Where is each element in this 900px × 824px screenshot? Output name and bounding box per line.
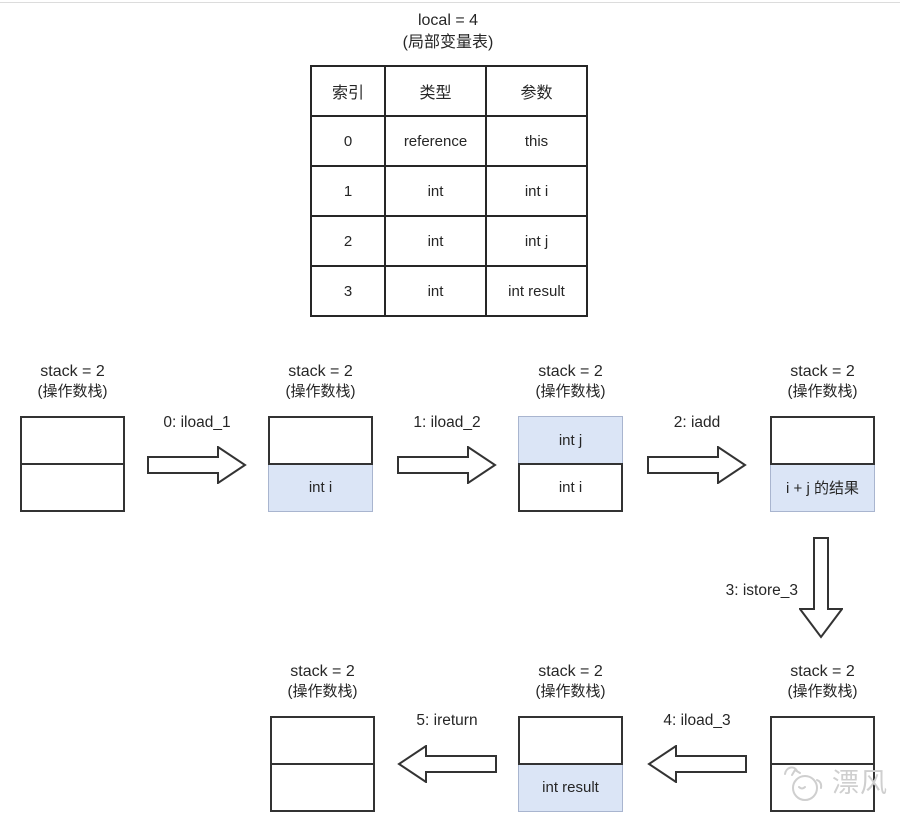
stack-name-label: (操作数栈) (535, 383, 606, 400)
stack-slot: int i (518, 463, 623, 512)
arrow-left-icon (397, 744, 497, 788)
cell-type: int (384, 165, 487, 217)
stack-name-label: (操作数栈) (37, 383, 108, 400)
stack-slot (270, 716, 375, 765)
instruction-label-istore-3: 3: istore_3 (725, 582, 798, 599)
operand-stack-state-3: stack = 2 (操作数栈) i + j 的结果 (770, 362, 875, 512)
table-header-row: 索引 类型 参数 (310, 65, 588, 117)
stack-slot (270, 763, 375, 812)
stack-name-label: (操作数栈) (287, 683, 358, 700)
cell-index: 2 (310, 215, 386, 267)
stack-slot-highlighted: int i (268, 463, 373, 512)
cat-logo-icon (781, 762, 827, 804)
header-param: 参数 (485, 65, 588, 117)
stack-slot (770, 416, 875, 465)
stack-size-label: stack = 2 (538, 363, 603, 380)
table-row: 3 int int result (310, 265, 588, 317)
arrow-right-icon (647, 445, 747, 489)
local-table-name-label: (局部变量表) (402, 34, 494, 51)
header-index: 索引 (310, 65, 386, 117)
stack-box (770, 716, 875, 812)
stack-size-label: stack = 2 (790, 363, 855, 380)
stack-size-label: stack = 2 (538, 663, 603, 680)
operand-stack-state-6: stack = 2 (操作数栈) (270, 662, 375, 812)
stack-box (270, 716, 375, 812)
stack-slot (518, 716, 623, 765)
header-type: 类型 (384, 65, 487, 117)
cell-type: reference (384, 115, 487, 167)
stack-box: int j int i (518, 416, 623, 512)
stack-slot-highlighted: i + j 的结果 (770, 463, 875, 512)
stack-size-label: stack = 2 (288, 363, 353, 380)
cell-param: this (485, 115, 588, 167)
table-row: 0 reference this (310, 115, 588, 167)
operand-stack-state-5: stack = 2 (操作数栈) int result (518, 662, 623, 812)
instruction-label-iload-3: 4: iload_3 (663, 712, 731, 729)
stack-slot (770, 716, 875, 765)
instruction-label-iload-1: 0: iload_1 (163, 414, 231, 431)
operand-stack-state-4: stack = 2 (操作数栈) (770, 662, 875, 812)
instruction-label-ireturn: 5: ireturn (416, 712, 478, 729)
stack-name-label: (操作数栈) (787, 683, 858, 700)
cell-param: int j (485, 215, 588, 267)
table-row: 2 int int j (310, 215, 588, 267)
operand-stack-state-2: stack = 2 (操作数栈) int j int i (518, 362, 623, 512)
cell-param: int result (485, 265, 588, 317)
stack-box (20, 416, 125, 512)
local-variable-table: 索引 类型 参数 0 reference this 1 int int i 2 … (310, 65, 588, 317)
operand-stack-state-0: stack = 2 (操作数栈) (20, 362, 125, 512)
arrow-right-icon (397, 445, 497, 489)
operand-stack-state-1: stack = 2 (操作数栈) int i (268, 362, 373, 512)
stack-slot (20, 416, 125, 465)
watermark: 漂风 (781, 762, 888, 804)
table-row: 1 int int i (310, 165, 588, 217)
stack-slot (268, 416, 373, 465)
cell-type: int (384, 265, 487, 317)
stack-box: int i (268, 416, 373, 512)
arrow-right-icon (147, 445, 247, 489)
watermark-text: 漂风 (832, 768, 888, 798)
cell-index: 1 (310, 165, 386, 217)
stack-name-label: (操作数栈) (285, 383, 356, 400)
arrow-down-icon (798, 537, 844, 644)
stack-size-label: stack = 2 (290, 663, 355, 680)
cell-index: 0 (310, 115, 386, 167)
stack-slot-highlighted: int j (518, 416, 623, 465)
stack-box: int result (518, 716, 623, 812)
top-divider (0, 2, 900, 3)
stack-slot-highlighted: int result (518, 763, 623, 812)
instruction-label-iadd: 2: iadd (673, 414, 721, 431)
stack-size-label: stack = 2 (790, 663, 855, 680)
stack-size-label: stack = 2 (40, 363, 105, 380)
cell-param: int i (485, 165, 588, 217)
cell-index: 3 (310, 265, 386, 317)
arrow-left-icon (647, 744, 747, 788)
instruction-label-iload-2: 1: iload_2 (413, 414, 481, 431)
stack-box: i + j 的结果 (770, 416, 875, 512)
stack-name-label: (操作数栈) (787, 383, 858, 400)
local-table-title: local = 4 (局部变量表) (310, 10, 586, 54)
cell-type: int (384, 215, 487, 267)
stack-slot (20, 463, 125, 512)
stack-name-label: (操作数栈) (535, 683, 606, 700)
stack-slot (770, 763, 875, 812)
local-count-label: local = 4 (417, 12, 479, 29)
